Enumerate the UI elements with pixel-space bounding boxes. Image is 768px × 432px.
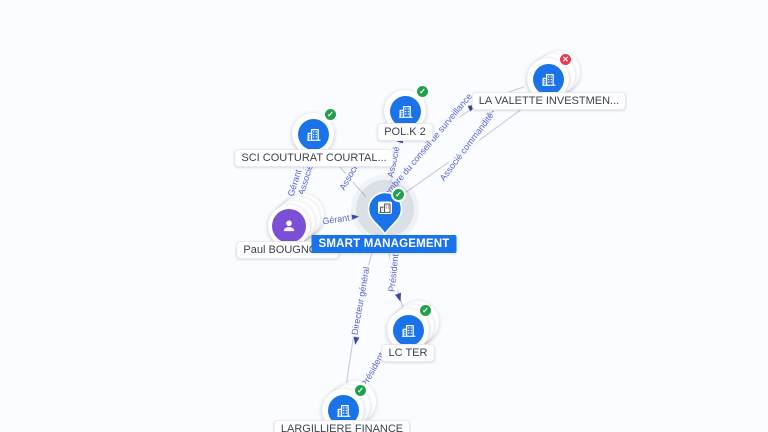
active-status-badge: ✓: [418, 303, 433, 318]
node-label-largilliere-finance[interactable]: LARGILLIERE FINANCE: [273, 420, 411, 432]
company-node-chip[interactable]: ✓: [292, 107, 338, 155]
building-icon: [379, 203, 391, 213]
check-icon: ✓: [422, 305, 429, 315]
closed-status-badge: ✕: [558, 52, 573, 67]
edge-arrow: [394, 292, 402, 302]
person-node-circle: [272, 209, 306, 243]
building-icon: [306, 128, 320, 141]
location-pin-icon: [367, 191, 403, 236]
node-label-smart-management[interactable]: SMART MANAGEMENT: [311, 235, 457, 253]
building-icon: [541, 73, 555, 86]
cross-icon: ✕: [562, 54, 569, 64]
company-node-circle: [297, 118, 329, 150]
node-sci-couturat[interactable]: ✓: [292, 107, 338, 155]
active-status-badge: ✓: [323, 107, 338, 122]
check-icon: ✓: [419, 86, 426, 96]
node-label-polk2[interactable]: POL.K 2: [377, 123, 433, 141]
edge-arrow: [353, 335, 360, 345]
company-node-circle: [392, 314, 424, 346]
building-icon: [336, 404, 350, 417]
active-status-badge: ✓: [415, 84, 430, 99]
person-node-chip[interactable]: [268, 205, 310, 247]
node-label-lc-ter[interactable]: LC TER: [381, 344, 435, 362]
edge-arrow: [350, 214, 359, 221]
building-icon: [401, 324, 415, 337]
node-paul-bougnoux[interactable]: [268, 194, 324, 247]
company-node-circle: [389, 95, 421, 127]
node-label-la-valette[interactable]: LA VALETTE INVESTMEN...: [471, 92, 627, 110]
active-status-badge: ✓: [391, 187, 406, 202]
check-icon: ✓: [327, 109, 334, 119]
user-icon: [283, 220, 295, 232]
check-icon: ✓: [395, 189, 402, 199]
building-icon: [398, 105, 412, 118]
check-icon: ✓: [357, 385, 364, 395]
node-label-sci-couturat[interactable]: SCI COUTURAT COURTAL...: [234, 149, 394, 167]
node-la-valette[interactable]: ✕: [527, 51, 580, 100]
active-status-badge: ✓: [353, 383, 368, 398]
company-node-circle: [532, 63, 564, 95]
